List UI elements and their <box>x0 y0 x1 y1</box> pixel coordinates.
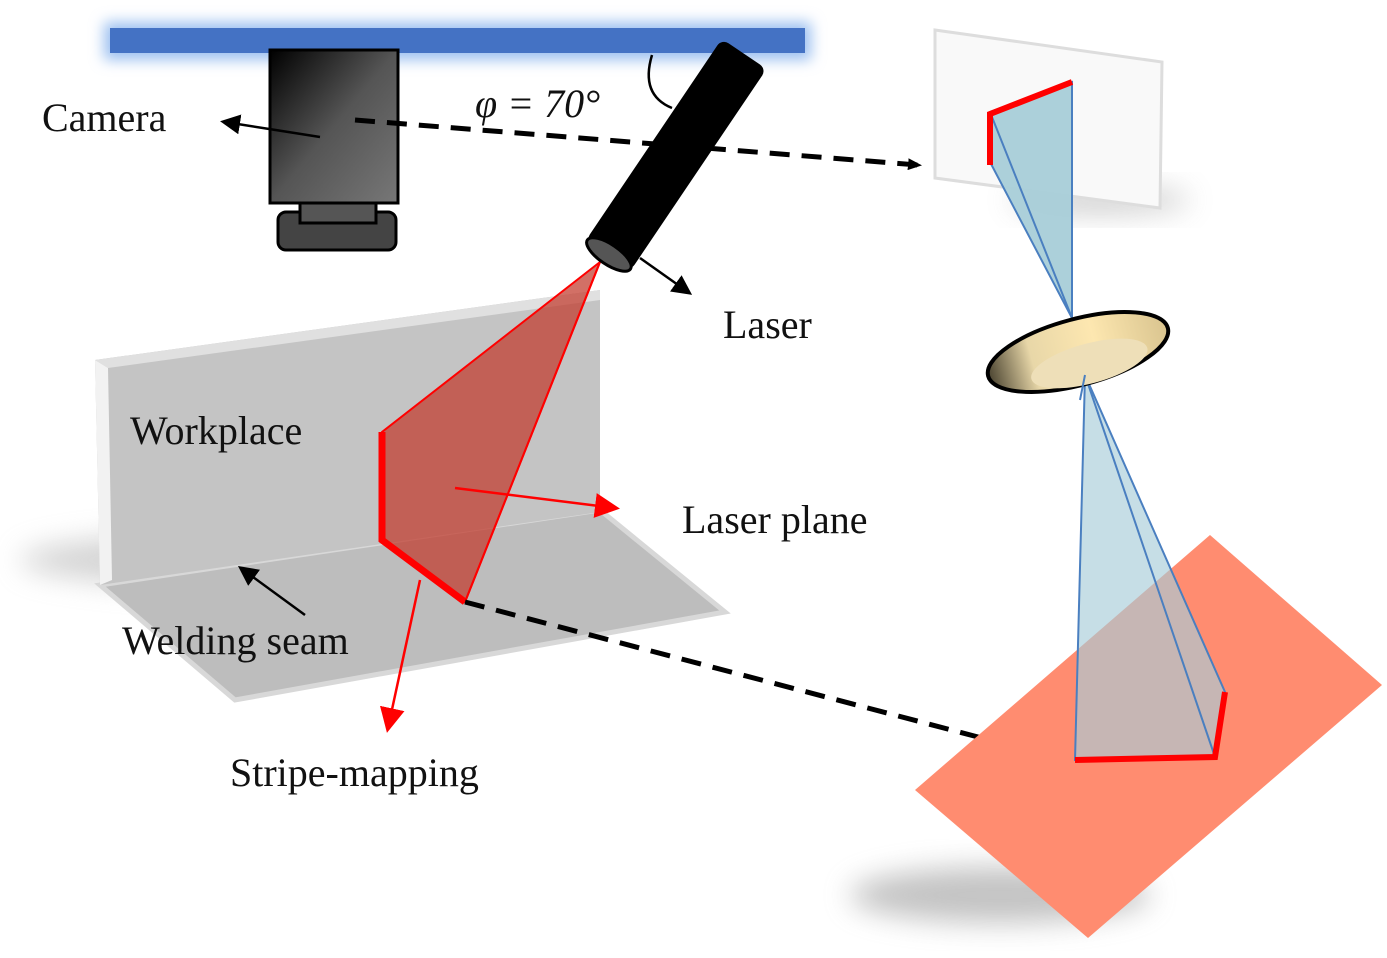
image-stripe <box>987 79 1074 165</box>
camera-optical-axis <box>354 117 922 171</box>
laser-plane-label: Laser plane <box>682 497 867 542</box>
welding-seam-label: Welding seam <box>122 618 349 663</box>
laser-stripe <box>378 432 468 605</box>
camera-arrow <box>220 114 321 139</box>
welding-seam-arrow <box>237 566 306 617</box>
laser-plane <box>378 258 620 733</box>
angle-label: φ = 70° <box>475 81 600 126</box>
mount-bar <box>110 28 805 53</box>
laser-arrow <box>639 256 693 295</box>
angle-arc <box>647 54 673 110</box>
projection-upper <box>989 80 1073 319</box>
stripe-mapping-arrow <box>380 579 422 733</box>
camera-icon <box>268 48 400 252</box>
laser-icon <box>585 41 764 273</box>
laser-label: Laser <box>723 302 812 347</box>
stripe-projection-line <box>464 599 1039 756</box>
camera-label: Camera <box>42 95 167 140</box>
stripe-mapping-label: Stripe-mapping <box>230 750 479 795</box>
object-stripe <box>1074 691 1228 763</box>
lens-icon <box>985 310 1171 394</box>
laser-plane-normal-arrow <box>454 486 620 518</box>
workplace-label: Workplace <box>130 408 302 453</box>
